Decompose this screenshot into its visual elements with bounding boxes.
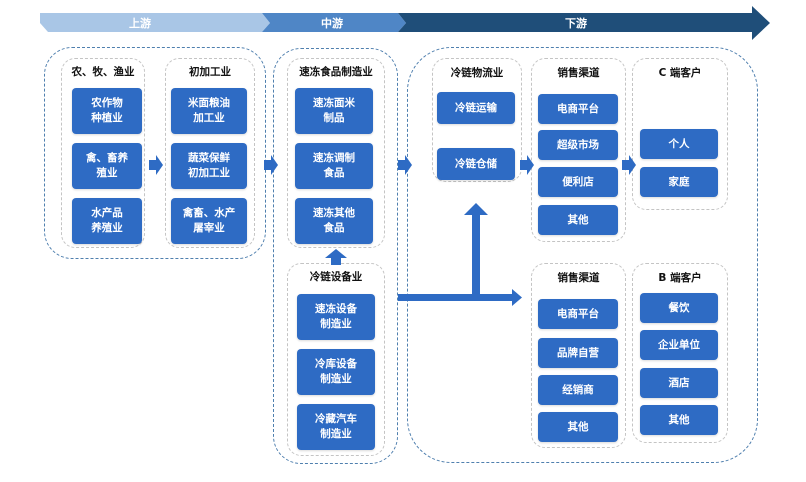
channel-b-title: 销售渠道 (557, 272, 600, 284)
channel-b-item-distributor: 经销商 (538, 375, 618, 405)
equipment-item-cold-storage: 冷库设备 制造业 (297, 349, 375, 395)
logistics-item-transport: 冷链运输 (437, 92, 515, 124)
customer-c-item-household: 家庭 (640, 167, 718, 197)
downstream-group (407, 47, 758, 463)
customer-b-item-catering: 餐饮 (640, 293, 718, 323)
equipment-item-refrigerated-truck: 冷藏汽车 制造业 (297, 404, 375, 450)
channel-c-item-supermarket: 超级市场 (538, 130, 618, 160)
customer-c-item-individual: 个人 (640, 129, 718, 159)
channel-c-item-ecommerce: 电商平台 (538, 94, 618, 124)
customer-b-item-other: 其他 (640, 405, 718, 435)
stage-midstream-label: 中游 (321, 17, 343, 30)
arrow-midstream-to-downstream (398, 155, 412, 175)
primary-title: 初加工业 (189, 66, 231, 78)
agri-item-crops: 农作物 种植业 (72, 88, 142, 134)
equipment-item-freezing: 速冻设备 制造业 (297, 294, 375, 340)
arrow-logistics-to-channel (520, 155, 534, 175)
arrow-upstream-to-midstream (264, 155, 278, 175)
channel-b-item-ecommerce: 电商平台 (538, 299, 618, 329)
primary-item-grain: 米面粮油 加工业 (171, 88, 247, 134)
primary-item-vegetable: 蔬菜保鲜 初加工业 (171, 143, 247, 189)
stage-midstream-band (262, 13, 406, 32)
channel-c-item-convenience: 便利店 (538, 167, 618, 197)
stage-upstream-band (40, 13, 270, 32)
channel-c-item-other: 其他 (538, 205, 618, 235)
channel-c-title: 销售渠道 (557, 67, 600, 79)
stage-upstream-label: 上游 (129, 17, 151, 30)
food-item-other: 速冻其他 食品 (295, 198, 373, 244)
arrow-equipment-to-food (325, 249, 347, 265)
midstream-group (273, 48, 398, 464)
equipment-title: 冷链设备业 (309, 271, 363, 283)
connector-right-head (512, 289, 522, 306)
agri-item-aquaculture: 水产品 养殖业 (72, 198, 142, 244)
logistics-item-warehousing: 冷链仓储 (437, 148, 515, 180)
customer-b-item-enterprise: 企业单位 (640, 330, 718, 360)
connector-vertical (472, 214, 480, 298)
food-item-prepared: 速冻调制 食品 (295, 143, 373, 189)
customer-b-item-hotel: 酒店 (640, 368, 718, 398)
arrow-agri-to-primary (149, 155, 163, 175)
upstream-group (44, 47, 266, 259)
arrow-channel-to-customer (622, 155, 636, 175)
channel-b-item-other: 其他 (538, 412, 618, 442)
agri-item-livestock: 禽、畜养 殖业 (72, 143, 142, 189)
stage-downstream-band (398, 6, 770, 40)
stage-downstream-label: 下游 (565, 17, 587, 30)
food-item-rice-noodle: 速冻面米 制品 (295, 88, 373, 134)
channel-b-item-brand-direct: 品牌自营 (538, 338, 618, 368)
customer-b-title: B 端客户 (658, 272, 702, 284)
connector-horizontal (398, 294, 512, 301)
primary-item-slaughter: 禽畜、水产 屠宰业 (171, 198, 247, 244)
logistics-title: 冷链物流业 (450, 67, 504, 79)
agri-title: 农、牧、渔业 (71, 66, 135, 78)
food-title: 速冻食品制造业 (299, 66, 373, 78)
connector-up-head (464, 203, 488, 215)
customer-c-title: C 端客户 (658, 67, 702, 79)
